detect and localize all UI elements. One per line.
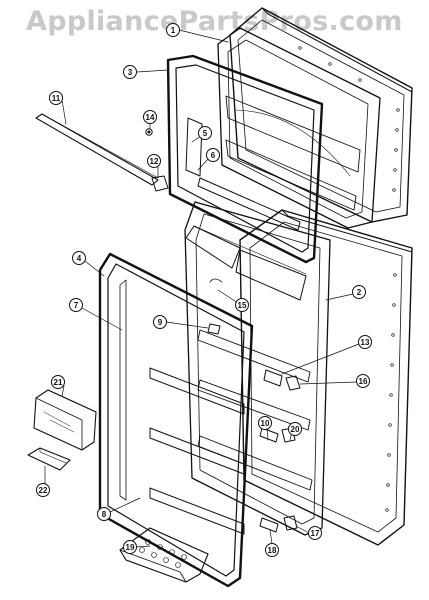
callout-circle-2: [352, 285, 366, 299]
callout-number-20: 20: [291, 425, 300, 434]
callout-circle-5: [198, 126, 212, 140]
callout-number-14: 14: [146, 113, 155, 122]
callout-number-1: 1: [171, 26, 176, 35]
callout-number-13: 13: [361, 338, 370, 347]
callout-number-21: 21: [54, 378, 63, 387]
callout-number-9: 9: [158, 318, 163, 327]
callout-number-5: 5: [203, 129, 208, 138]
callout-number-22: 22: [39, 486, 48, 495]
callout-number-4: 4: [77, 254, 82, 263]
freezer-door-liner: [217, 27, 381, 229]
callout-circle-20: [288, 422, 302, 436]
callout-circle-22: [36, 483, 50, 497]
egg-tray: [119, 527, 209, 583]
door-shelf-rail: [149, 367, 245, 535]
dairy-bin: [33, 389, 97, 451]
callout-circle-13: [358, 335, 372, 349]
callout-circle-9: [153, 315, 167, 329]
callout-number-11: 11: [52, 94, 61, 103]
callout-number-17: 17: [311, 529, 320, 538]
freezer-door-gasket: [166, 54, 324, 264]
callout-circle-16: [356, 374, 370, 388]
small-badge: [207, 323, 221, 335]
trim-strip: [35, 113, 159, 186]
callout-circle-17: [308, 526, 322, 540]
strip-clip: [151, 175, 169, 192]
callout-circle-3: [123, 65, 137, 79]
callout-circle-18: [265, 543, 279, 557]
rail-end-cap: [259, 369, 283, 533]
callout-number-15: 15: [238, 301, 247, 310]
watermark: AppliancePartsPros.com: [26, 6, 403, 37]
screw: [145, 128, 153, 136]
callout-circle-8: [97, 507, 111, 521]
shelf-clip: [281, 375, 301, 531]
freezer-door-panel: [229, 7, 413, 223]
small-tray: [27, 447, 71, 471]
callout-circle-11: [49, 91, 63, 105]
callout-number-19: 19: [126, 543, 135, 552]
callout-number-6: 6: [211, 151, 216, 160]
fresh-food-door-gasket: [98, 252, 254, 588]
callout-circle-21: [51, 375, 65, 389]
callout-circle-12: [147, 154, 161, 168]
callout-number-12: 12: [150, 157, 159, 166]
callout-number-16: 16: [359, 377, 368, 386]
callout-number-2: 2: [357, 288, 362, 297]
callout-circle-1: [166, 23, 180, 37]
callout-circle-14: [143, 110, 157, 124]
leader-lines: [44, 29, 360, 548]
callout-circle-10: [258, 416, 272, 430]
fresh-food-door-liner: [184, 201, 331, 536]
callout-number-10: 10: [261, 419, 270, 428]
callout-number-3: 3: [128, 68, 133, 77]
callout-circle-15: [235, 298, 249, 312]
freezer-breaker-strip: [185, 117, 301, 231]
callout-circle-7: [69, 298, 83, 312]
callout-number-18: 18: [268, 546, 277, 555]
callout-circle-4: [72, 251, 86, 265]
callout-number-8: 8: [102, 510, 107, 519]
callout-circle-6: [206, 148, 220, 162]
callout-circle-19: [123, 540, 137, 554]
callout-number-7: 7: [74, 301, 79, 310]
